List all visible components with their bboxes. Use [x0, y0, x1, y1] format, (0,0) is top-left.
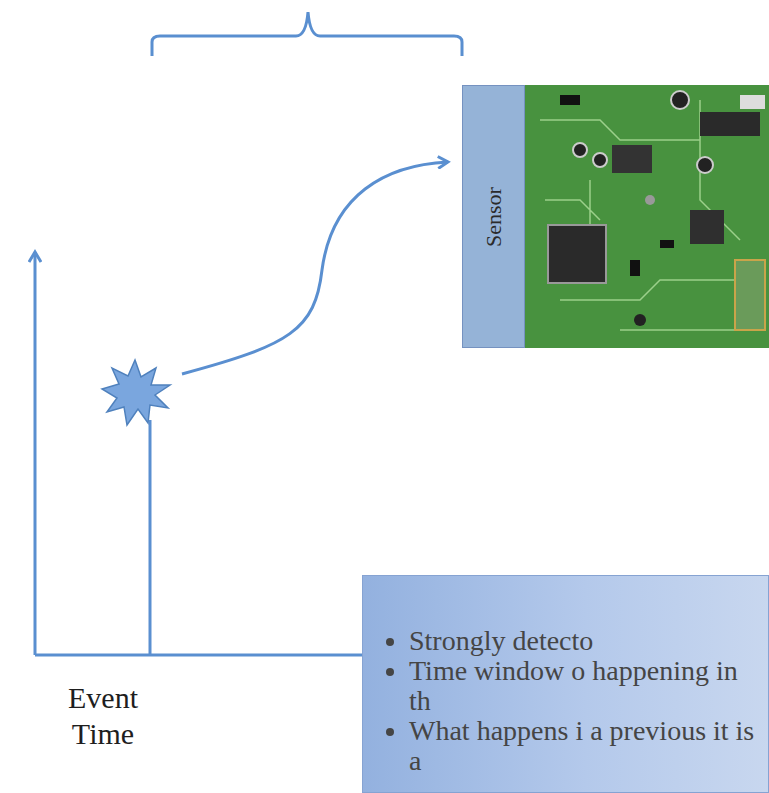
- time-axis: [34, 252, 37, 655]
- sensor-band: Sensor: [462, 85, 525, 348]
- circuit-board: [525, 85, 769, 348]
- event-burst: [102, 360, 170, 425]
- base-line: [35, 654, 368, 657]
- bullet-text: Strongly detecto: [409, 626, 758, 656]
- bullet-list: Strongly detectoTime window o happening …: [379, 626, 758, 776]
- note-box: Strongly detectoTime window o happening …: [362, 575, 769, 793]
- sensor-label: Sensor: [481, 187, 507, 247]
- axis-label: Event Time: [48, 680, 158, 752]
- event-tick: [149, 420, 152, 655]
- bullet-text: Time window o happening in th: [409, 656, 758, 716]
- signal-arrow: [182, 162, 448, 374]
- bullet-text: What happens i a previous it is a: [409, 716, 758, 776]
- top-bracket: [152, 12, 462, 56]
